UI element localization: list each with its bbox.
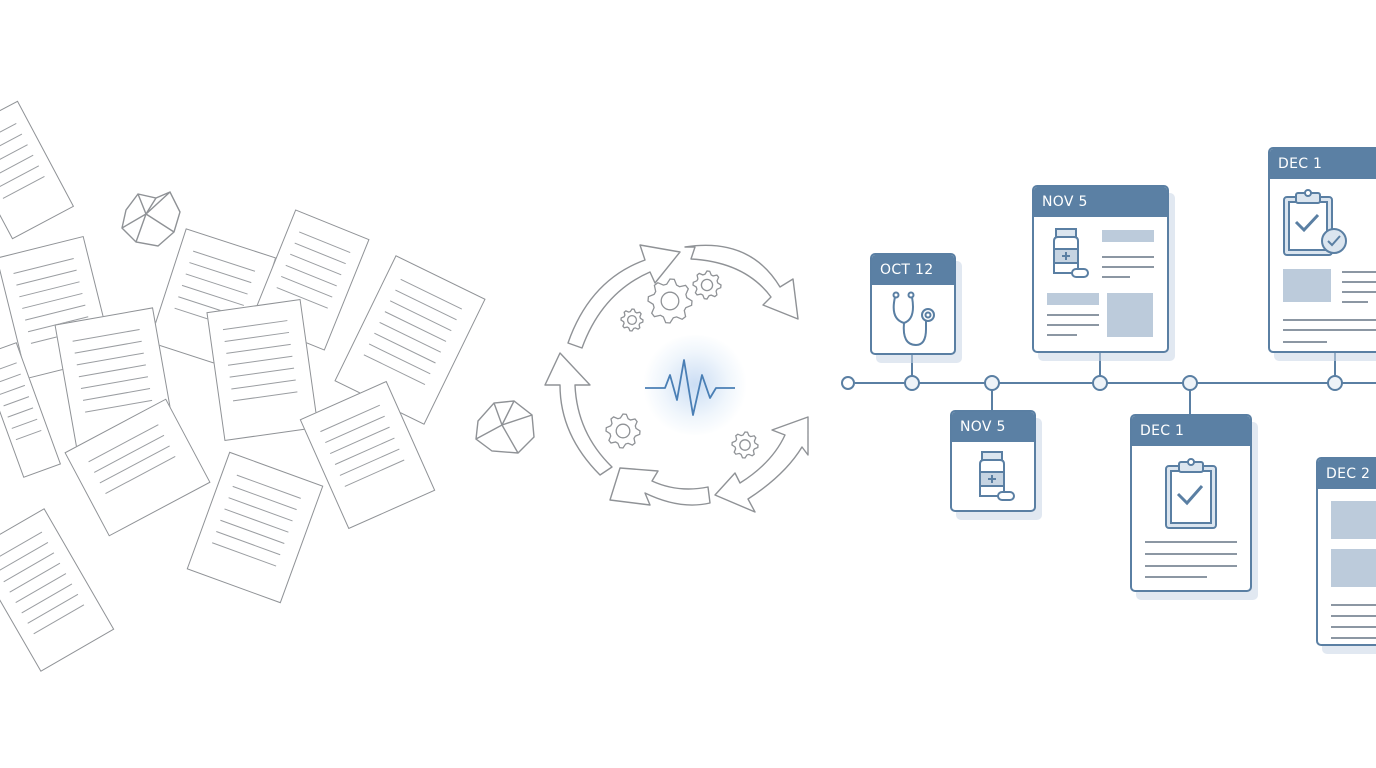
card-date: NOV 5 (1034, 187, 1167, 217)
timeline-card[interactable]: DEC 2 (1316, 457, 1376, 646)
pulse-waveform-icon (645, 359, 735, 416)
card-date: DEC 2 (1318, 459, 1376, 489)
clipboard-check-icon (1283, 189, 1347, 256)
timeline-card[interactable]: OCT 12 (870, 253, 956, 355)
card-date: NOV 5 (952, 412, 1034, 442)
card-date: DEC 1 (1270, 149, 1376, 179)
gear-icon (620, 308, 644, 332)
crumpled-paper-icon (121, 191, 181, 247)
gear-icon (605, 413, 641, 449)
timeline-card[interactable]: DEC 1 (1130, 414, 1252, 592)
stethoscope-icon (892, 291, 935, 347)
card-date: DEC 1 (1132, 416, 1250, 446)
clipboard-check-icon (1165, 458, 1217, 529)
timeline-card[interactable]: NOV 5 (1032, 185, 1169, 353)
gear-icon (731, 431, 759, 459)
crumpled-paper-icon (475, 400, 535, 454)
medicine-bottle-icon (979, 451, 1015, 501)
gear-icon (647, 278, 693, 324)
timeline-card[interactable]: DEC 1 (1268, 147, 1376, 353)
medicine-bottle-icon (1053, 228, 1089, 278)
process-cycle (544, 244, 809, 513)
gear-icon (692, 270, 722, 300)
card-date: OCT 12 (872, 255, 954, 285)
timeline-card[interactable]: NOV 5 (950, 410, 1036, 512)
pulse-glow (640, 335, 750, 435)
cycle-arrows-icon (544, 244, 809, 513)
